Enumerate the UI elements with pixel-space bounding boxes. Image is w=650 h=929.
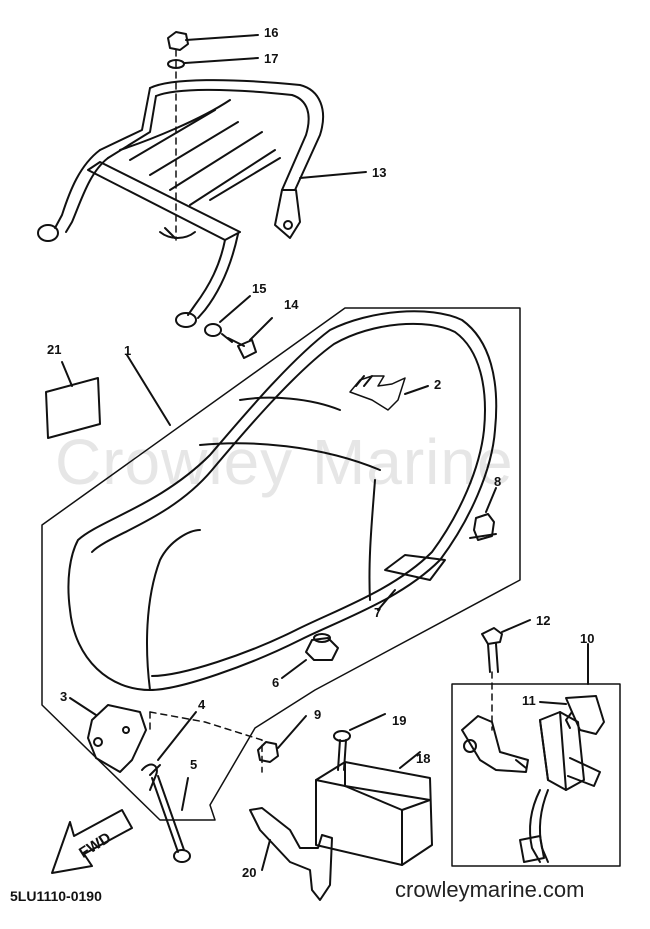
callout-3: 3 (60, 689, 68, 704)
callout-19: 19 (392, 713, 407, 728)
callout-10: 10 (580, 631, 595, 646)
damper-6 (282, 634, 338, 678)
callout-13: 13 (372, 165, 387, 180)
bracket-3 (70, 698, 146, 772)
tape-7 (378, 555, 445, 610)
callout-20: 20 (242, 865, 257, 880)
switch-group-box (452, 684, 620, 866)
main-switch (462, 712, 600, 862)
clip-4 (142, 712, 196, 790)
seat-group-box (42, 308, 520, 820)
callout-21: 21 (47, 342, 62, 357)
callout-1: 1 (124, 343, 132, 358)
callout-6: 6 (272, 675, 280, 690)
bolt-19 (334, 714, 385, 770)
callout-4: 4 (198, 697, 206, 712)
decal-21 (46, 362, 100, 438)
callout-12: 12 (536, 613, 551, 628)
watermark-text: Crowley Marine (55, 426, 514, 498)
callout-5: 5 (190, 757, 198, 772)
bolt-14 (222, 318, 272, 358)
callout-15: 15 (252, 281, 267, 296)
callout-7: 7 (374, 605, 382, 620)
callout-8: 8 (494, 474, 502, 489)
callout-14: 14 (284, 297, 299, 312)
seat-1 (68, 311, 496, 690)
key-11 (540, 696, 604, 734)
nut-9 (258, 716, 306, 762)
callout-18: 18 (416, 751, 431, 766)
callout-9: 9 (314, 707, 322, 722)
pin-5 (152, 776, 190, 862)
callout-17: 17 (264, 51, 279, 66)
callout-11: 11 (522, 693, 536, 708)
carrier-rack (38, 80, 323, 327)
washer-17 (168, 58, 258, 68)
part-code: 5LU1110-0190 (10, 888, 102, 904)
bolt-12 (482, 620, 530, 730)
callout-16: 16 (264, 25, 279, 40)
fwd-arrow (52, 810, 132, 873)
nut-16 (168, 32, 258, 50)
box-18 (316, 752, 432, 865)
website-link[interactable]: crowleymarine.com (395, 877, 585, 902)
washer-15 (205, 296, 250, 336)
bracket-20 (250, 808, 332, 900)
damper-8 (470, 488, 496, 540)
callout-2: 2 (434, 377, 442, 392)
